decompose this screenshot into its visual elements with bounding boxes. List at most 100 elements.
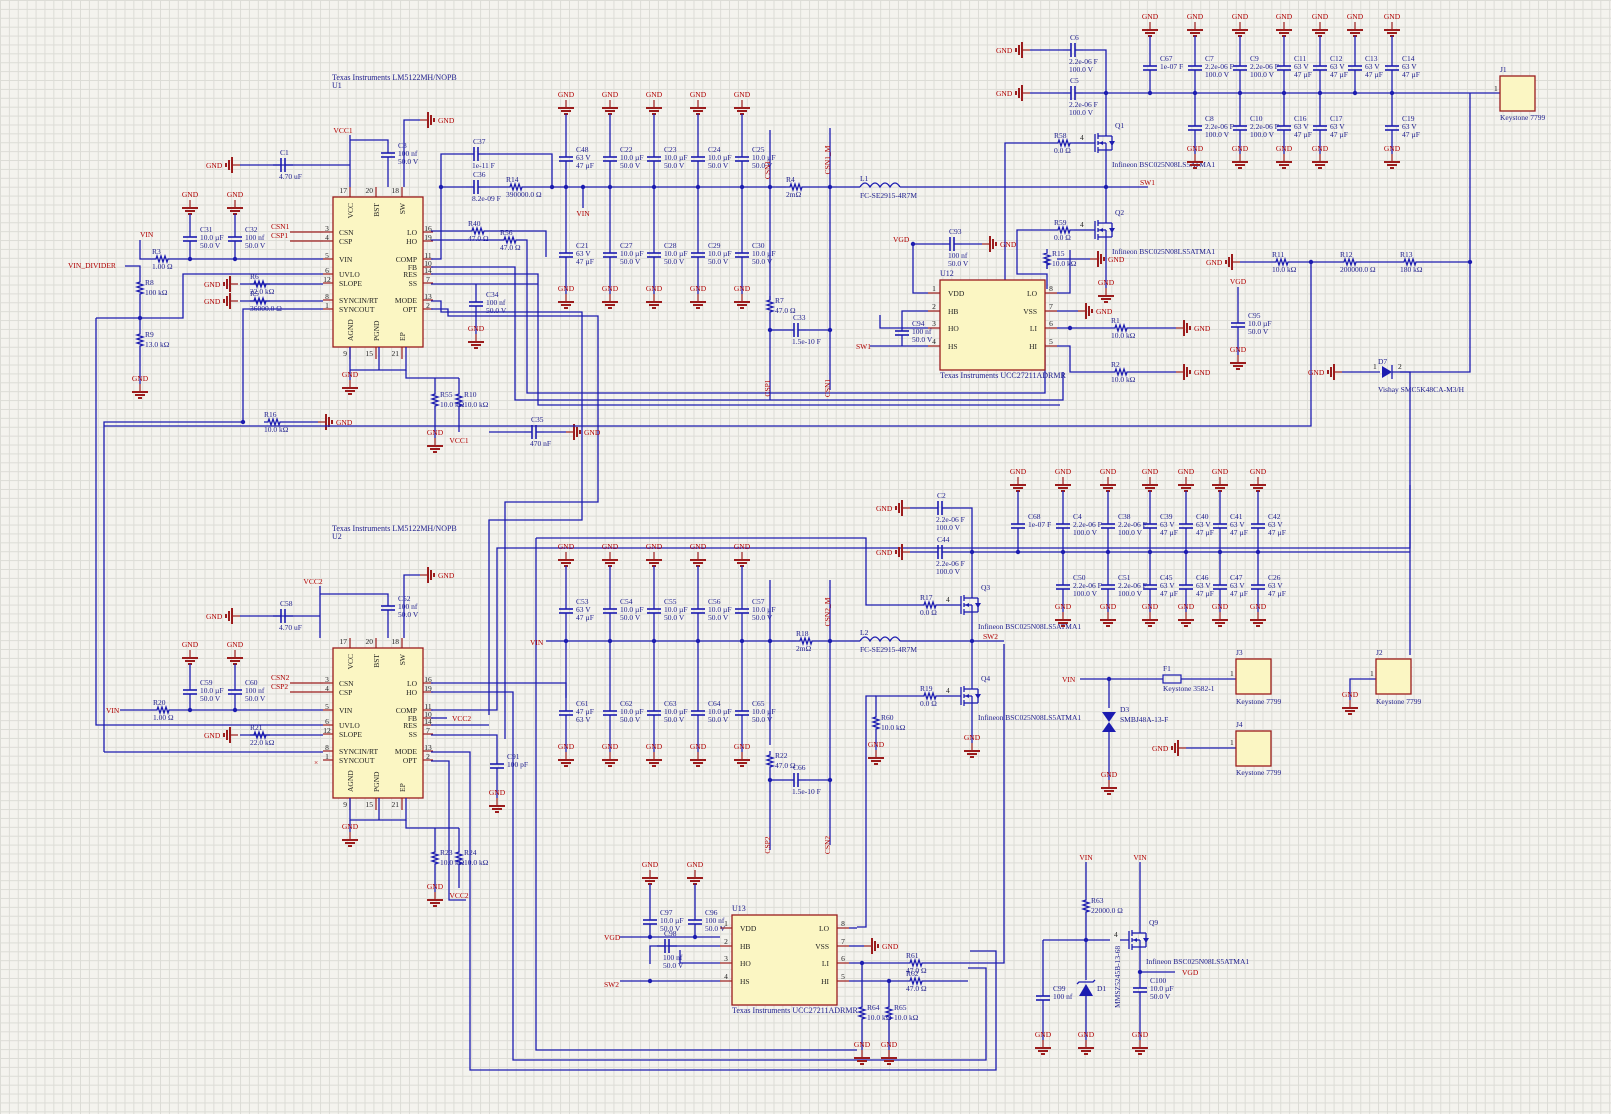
cap-value: 10.0 µF: [660, 916, 684, 925]
csp2-label: CSP2: [271, 682, 288, 691]
res-ref: R15: [1052, 249, 1065, 258]
cap-ref: C32: [245, 225, 258, 234]
u1-pin-label: CSN: [339, 228, 354, 237]
res-value: 10.0 kΩ: [1272, 265, 1297, 274]
u12-pin-label: LI: [1030, 324, 1038, 333]
u12-pin-number: 3: [932, 319, 936, 328]
junction-dot: [827, 327, 833, 333]
hi-wire: [1057, 345, 1111, 373]
j3-part: Keystone 7799: [1236, 697, 1281, 706]
ground-label: GND: [1100, 602, 1117, 611]
ground-label: GND: [646, 742, 663, 751]
cap-voltage: 47 µF: [576, 257, 594, 266]
c52-capacitor: [380, 597, 396, 619]
q2-mosfet: [1085, 215, 1116, 245]
cap-ref: C3: [398, 141, 407, 150]
junction-dot: [1103, 90, 1109, 96]
cap-value: 63 V: [1294, 62, 1309, 71]
ground-symbol: [1177, 611, 1195, 627]
sw1-label: SW1: [1140, 178, 1155, 187]
c32-capacitor: [227, 228, 243, 250]
cap-ref: C97: [660, 908, 673, 917]
ground-symbol: [225, 156, 241, 174]
ground-symbol: [1100, 779, 1118, 795]
u13-pin-number: 7: [841, 937, 845, 946]
u1-pin-number: 11: [424, 251, 431, 260]
res-ref: R40: [468, 219, 481, 228]
hv-capacitor: [1347, 57, 1363, 79]
ground-symbol: [1275, 21, 1293, 37]
c33-capacitor: [785, 322, 807, 338]
sw-gnd-wire: [403, 119, 420, 187]
c31-capacitor: [182, 228, 198, 250]
cap-ref: C22: [620, 145, 633, 154]
ground-label: GND: [876, 548, 893, 557]
sw2-label: SW2: [983, 632, 998, 641]
cap-ref: C33: [793, 313, 806, 322]
cap-value: 2.2e-06 F: [1069, 100, 1098, 109]
ground-label: GND: [1178, 602, 1195, 611]
csn2-vertical: CSN2: [823, 836, 832, 855]
ground-label: GND: [1055, 467, 1072, 476]
hv-capacitor: [1232, 117, 1248, 139]
cap-value: 47 µF: [576, 707, 594, 716]
hv-capacitor: [1010, 515, 1026, 537]
r8-resistor: [136, 277, 144, 299]
cap-voltage: 50.0 V: [708, 161, 729, 170]
lo2-wire: [431, 682, 567, 698]
j1-return: [1400, 93, 1471, 373]
cap-value: 2.2e-06 F: [1205, 122, 1234, 131]
ground-label: GND: [642, 860, 659, 869]
r60-resistor: [872, 712, 880, 734]
ground-symbol: [341, 379, 359, 395]
cap-ref: C40: [1196, 512, 1209, 521]
syncout-wire: [242, 308, 323, 422]
j4-part: Keystone 7799: [1236, 768, 1281, 777]
ground-label: GND: [1232, 12, 1249, 21]
u2-pin-number: 1: [325, 752, 329, 761]
cap-value: 100 nf: [398, 602, 418, 611]
ground-symbol: [863, 937, 879, 955]
ground-symbol: [1141, 21, 1159, 37]
ground-label: GND: [132, 374, 149, 383]
res-value: 200000.0 Ω: [1340, 265, 1376, 274]
u1-pin-number: 15: [366, 349, 374, 358]
ho2-wire: [431, 691, 987, 1061]
u1-ref: U1: [332, 81, 342, 90]
cap-ref: C59: [200, 678, 213, 687]
u12-pin-label: HS: [948, 342, 958, 351]
cap-value: 470 nF: [530, 439, 551, 448]
comp-wire: [431, 153, 466, 260]
ground-symbol: [557, 99, 575, 115]
cap-ref: C25: [752, 145, 765, 154]
u2-gnd-bus: [349, 798, 407, 821]
cap-value: 100 nf: [912, 327, 932, 336]
j2-pin: 1: [1370, 669, 1374, 678]
r23-resistor: [431, 847, 439, 869]
res-value: 10.0 kΩ: [881, 723, 906, 732]
hv-capacitor: [1055, 515, 1071, 537]
cap-value: 2.2e-06 F: [1073, 581, 1102, 590]
cap-voltage: 50.0 V: [620, 161, 641, 170]
ground-label: GND: [342, 370, 359, 379]
u1-pin-number: 6: [325, 266, 329, 275]
u13-pin-label: HO: [740, 959, 751, 968]
ground-symbol: [1077, 302, 1093, 320]
ground-label: GND: [1187, 12, 1204, 21]
cap-ref: C56: [708, 597, 721, 606]
ground-label: GND: [882, 942, 899, 951]
ground-symbol: [686, 869, 704, 885]
res-value: 10.0 kΩ: [867, 1013, 892, 1022]
ground-label: GND: [558, 542, 575, 551]
ground-label: GND: [1000, 240, 1017, 249]
cap-voltage: 50.0 V: [620, 257, 641, 266]
u1-pin-label: SLOPE: [339, 279, 362, 288]
junction-dot: [969, 549, 975, 555]
cap-voltage: 100.0 V: [1069, 108, 1094, 117]
opt2-wire: [431, 760, 466, 901]
junction-dot: [563, 184, 569, 190]
r22-resistor: [766, 750, 774, 772]
u13-pin-number: 8: [841, 919, 845, 928]
u13-pin-label: HS: [740, 977, 750, 986]
u2-pin-label: COMP: [396, 706, 417, 715]
